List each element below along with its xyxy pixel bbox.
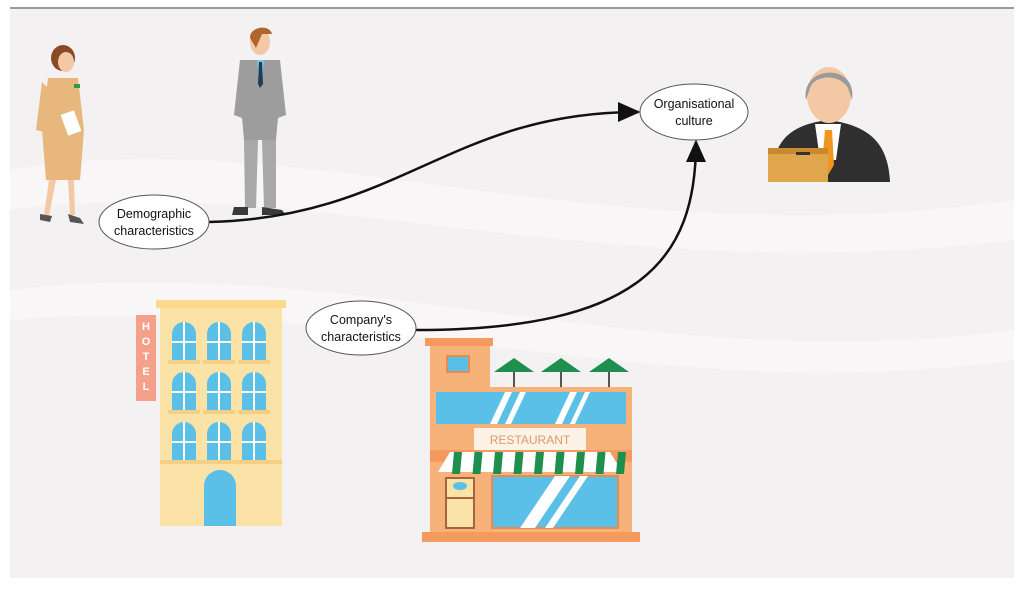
arrow-demographic-to-culture [207,102,641,224]
awning-stripe [452,452,462,474]
hotel-window-frame [207,422,231,460]
awning-stripe [513,452,524,474]
hotel-window-sill [238,360,270,364]
awning-stripe [575,452,585,474]
awning [438,452,622,472]
awning-stripe [534,452,544,474]
hotel-window-frame [242,422,266,460]
hotel-sign-letter: T [143,351,150,363]
node-label-line: characteristics [114,224,194,238]
node-label-line: Company's [330,313,392,327]
hotel-sign-letter: O [142,336,151,348]
hotel-sign-letter: L [143,381,150,393]
umbrella-icon [541,358,581,372]
hotel-window-frame [172,372,196,410]
hotel-window-sill [168,410,200,414]
umbrella-icon [494,358,534,372]
hotel-sign-letter: H [142,321,150,333]
restaurant-sign-text: RESTAURANT [490,433,571,447]
hotel-window-frame [242,372,266,410]
woman-figure-icon [36,45,84,224]
restaurant-building-icon: RESTAURANT [422,338,640,542]
awning-stripe [595,452,606,474]
background-swoosh [10,158,1014,253]
node-label-line: Demographic [117,207,191,221]
hotel-window-sill [203,360,235,364]
node-organisational-culture: Organisational culture [639,83,749,141]
man-figure-icon [232,27,286,215]
hotel-window-frame [172,422,196,460]
hotel-sign-letter: E [142,366,149,378]
hotel-window-sill [203,410,235,414]
node-label-line: characteristics [321,330,401,344]
hotel-window-frame [207,322,231,360]
hotel-window-frame [242,322,266,360]
manager-avatar-icon [768,67,890,182]
node-company-characteristics: Company's characteristics [305,300,417,356]
awning-stripe [616,452,626,474]
awning-stripe [472,452,483,474]
hotel-window-sill [238,410,270,414]
hotel-window-frame [207,372,231,410]
node-label-line: Organisational [654,97,735,111]
node-demographic-characteristics: Demographic characteristics [98,194,210,250]
umbrella-icon [589,358,629,372]
awning-stripe [554,452,565,474]
hotel-window-sill [168,360,200,364]
awning-stripe [493,452,503,474]
node-label-line: culture [675,114,713,128]
arrow-company-to-culture [415,139,706,332]
hotel-window-frame [172,322,196,360]
